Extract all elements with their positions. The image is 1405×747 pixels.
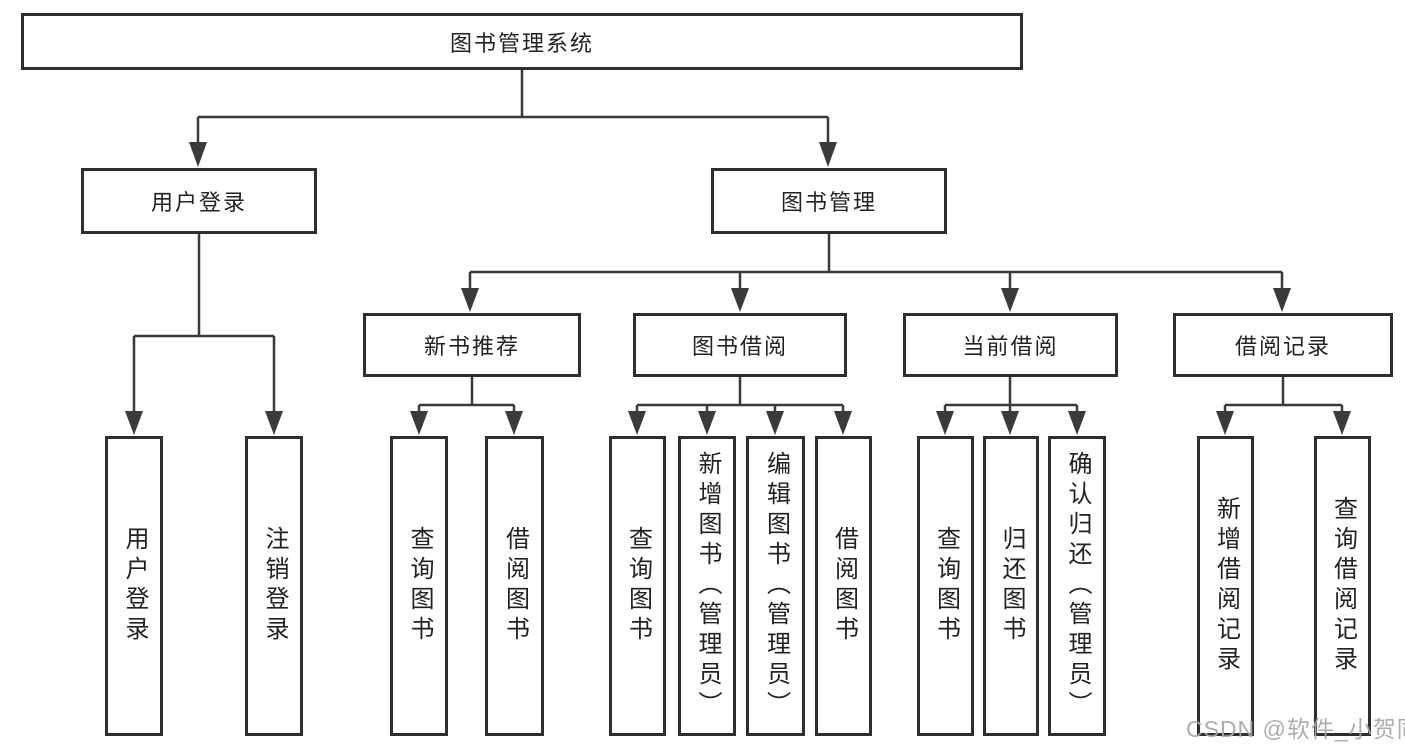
node-user-login-group: 用户登录 bbox=[81, 168, 317, 234]
node-current-borrow: 当前借阅 bbox=[903, 313, 1118, 377]
leaf-borrow-edit-book-admin: 编辑图书（管理员） bbox=[746, 436, 805, 736]
node-borrow-record: 借阅记录 bbox=[1173, 313, 1393, 377]
leaf-borrow-add-book-admin: 新增图书（管理员） bbox=[678, 436, 736, 736]
leaf-record-add-borrow-record: 新增借阅记录 bbox=[1197, 436, 1254, 736]
leaf-current-confirm-return-admin: 确认归还（管理员） bbox=[1048, 436, 1106, 736]
csdn-watermark: CSDN @软件_小贺同学 bbox=[1186, 716, 1405, 742]
leaf-record-query-borrow-record: 查询借阅记录 bbox=[1314, 436, 1371, 736]
leaf-borrow-borrow-book: 借阅图书 bbox=[815, 436, 872, 736]
leaf-newbook-borrow-book: 借阅图书 bbox=[485, 436, 544, 736]
node-root-library-system: 图书管理系统 bbox=[21, 13, 1023, 70]
leaf-borrow-query-book: 查询图书 bbox=[609, 436, 666, 736]
leaf-logout: 注销登录 bbox=[245, 436, 303, 736]
node-book-borrow: 图书借阅 bbox=[633, 313, 847, 377]
leaf-current-return-book: 归还图书 bbox=[983, 436, 1039, 736]
leaf-newbook-query-book: 查询图书 bbox=[390, 436, 448, 736]
node-book-management-group: 图书管理 bbox=[711, 168, 947, 234]
node-new-book-recommend: 新书推荐 bbox=[363, 313, 581, 377]
leaf-current-query-book: 查询图书 bbox=[917, 436, 974, 736]
leaf-user-login: 用户登录 bbox=[105, 436, 163, 736]
